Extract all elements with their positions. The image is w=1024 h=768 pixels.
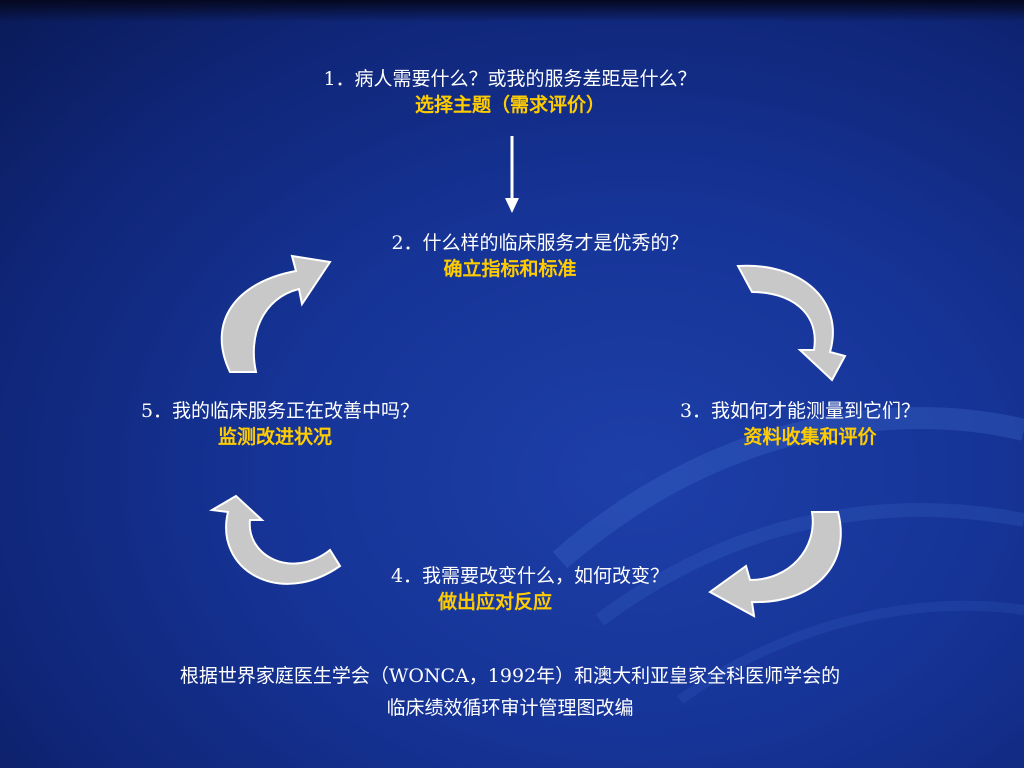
- curved-arrow-2-to-3: [736, 264, 847, 382]
- curved-arrow-5-to-2: [220, 254, 332, 373]
- step-1-answer: 选择主题（需求评价）: [414, 94, 605, 116]
- step-4-response: 4．我需要改变什么，如何改变？ 做出应对反应: [300, 563, 760, 615]
- down-arrow: [505, 136, 519, 213]
- step-5-monitoring: 5．我的临床服务正在改善中吗？ 监测改进状况: [60, 398, 500, 450]
- step-3-question: 3．我如何才能测量到它们？: [679, 400, 921, 422]
- footnote-line-1: 根据世界家庭医生学会（WONCA，1992年）和澳大利亚皇家全科医师学会的: [179, 665, 841, 687]
- top-shadow-bar: [0, 0, 1024, 22]
- step-5-question: 5．我的临床服务正在改善中吗？: [140, 400, 420, 422]
- curved-arrow-3-to-4: [708, 511, 842, 618]
- source-footnote: 根据世界家庭医生学会（WONCA，1992年）和澳大利亚皇家全科医师学会的 临床…: [60, 660, 960, 724]
- step-3-answer: 资料收集和评价: [743, 426, 877, 448]
- step-1-question: 1．病人需要什么？或我的服务差距是什么？: [323, 68, 697, 90]
- curved-arrow-4-to-5: [208, 494, 342, 585]
- step-4-question: 4．我需要改变什么，如何改变？: [390, 565, 670, 587]
- step-3-data-collection: 3．我如何才能测量到它们？ 资料收集和评价: [620, 398, 980, 450]
- step-4-answer: 做出应对反应: [437, 591, 552, 613]
- step-5-answer: 监测改进状况: [217, 426, 332, 448]
- step-2-answer: 确立指标和标准: [443, 258, 577, 280]
- step-1-needs-assessment: 1．病人需要什么？或我的服务差距是什么？ 选择主题（需求评价）: [200, 66, 820, 118]
- step-2-set-standards: 2．什么样的临床服务才是优秀的？ 确立指标和标准: [300, 230, 780, 282]
- step-2-question: 2．什么样的临床服务才是优秀的？: [391, 232, 689, 254]
- footnote-line-2: 临床绩效循环审计管理图改编: [386, 697, 634, 719]
